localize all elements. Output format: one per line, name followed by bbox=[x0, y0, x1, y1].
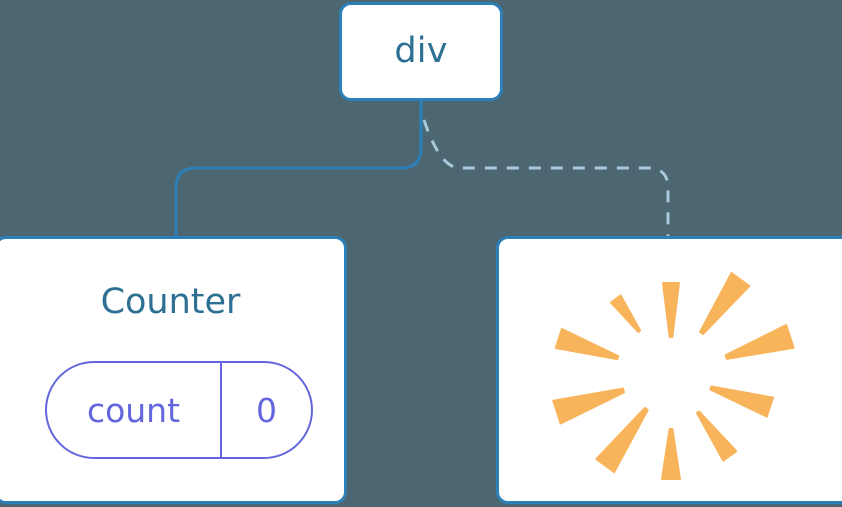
loading-spinner-burst-icon bbox=[552, 272, 795, 480]
spinner-spoke-6 bbox=[595, 406, 649, 474]
state-pill-value: 0 bbox=[256, 390, 277, 430]
node-counter[interactable]: Counter count 0 bbox=[0, 236, 347, 504]
state-pill-divider bbox=[220, 363, 222, 457]
spinner-spoke-1 bbox=[699, 272, 751, 335]
spinner-spoke-4 bbox=[696, 410, 738, 462]
spinner-spoke-7 bbox=[552, 387, 625, 425]
spinner-spoke-2 bbox=[724, 324, 795, 360]
state-pill-count[interactable]: count 0 bbox=[45, 361, 313, 459]
spinner-spoke-0 bbox=[662, 282, 680, 338]
edge-root-to-counter bbox=[174, 101, 423, 236]
node-counter-label: Counter bbox=[100, 282, 241, 322]
edge-root-to-spinner bbox=[422, 119, 670, 236]
node-div[interactable]: div bbox=[339, 2, 503, 101]
node-div-label: div bbox=[394, 31, 448, 71]
spinner-spokes bbox=[552, 272, 795, 480]
spinner-spoke-5 bbox=[661, 428, 681, 480]
node-spinner[interactable] bbox=[496, 236, 842, 504]
spinner-spoke-9 bbox=[609, 294, 642, 333]
state-pill-key: count bbox=[86, 390, 181, 430]
spinner-spoke-3 bbox=[709, 385, 774, 418]
spinner-spoke-8 bbox=[554, 328, 620, 361]
